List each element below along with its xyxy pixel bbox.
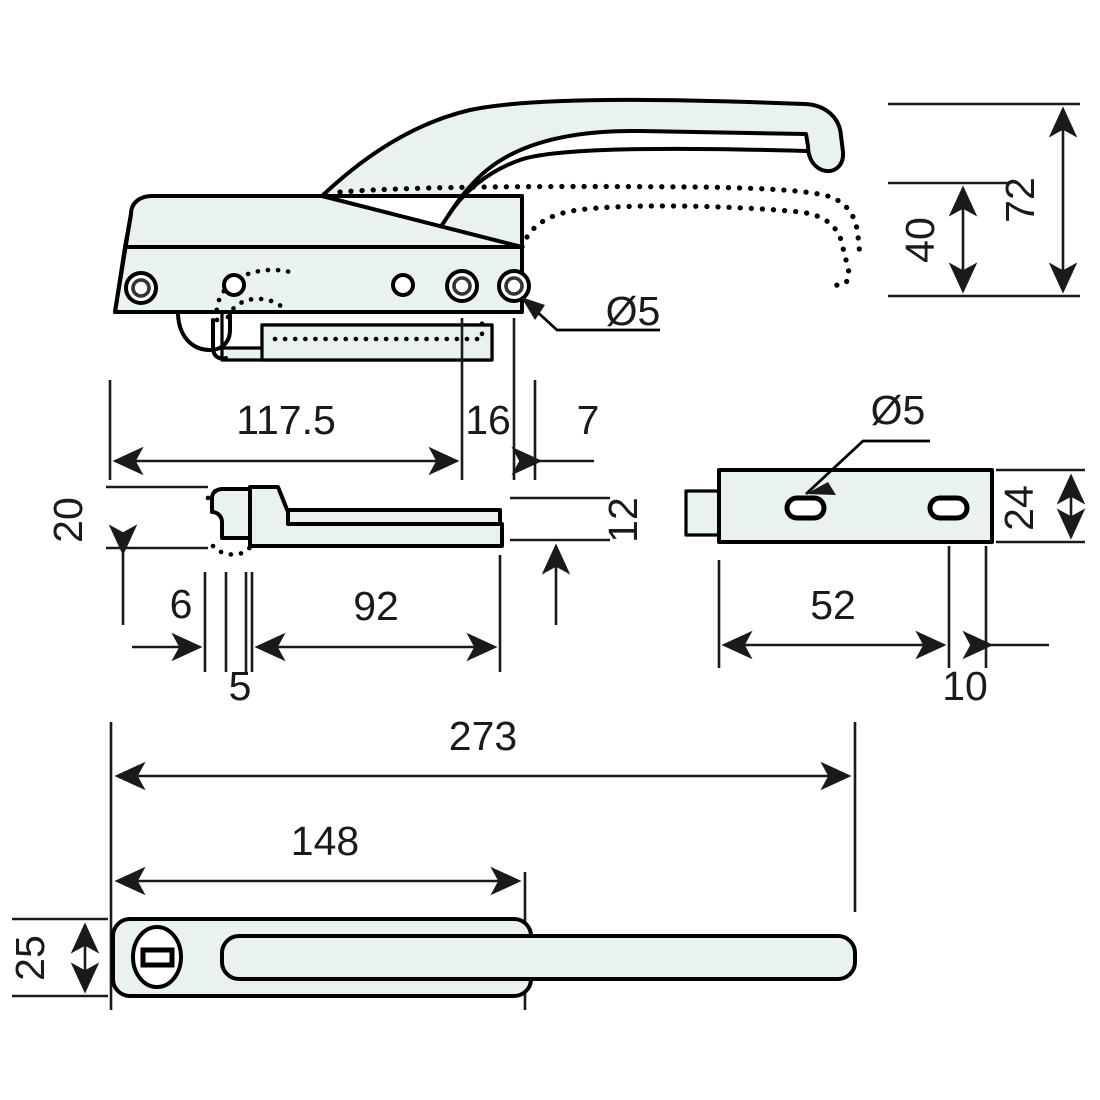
dimension-52-label: 52 bbox=[810, 582, 856, 628]
base-plate-left-bevel bbox=[113, 212, 133, 314]
dimension-148-label: 148 bbox=[291, 818, 359, 864]
bottom-plan-view bbox=[111, 917, 857, 998]
bottom-dimensions: 273 148 bbox=[109, 713, 857, 1010]
rivet-hole-2-inner bbox=[452, 276, 472, 296]
lever-inner-edge bbox=[446, 146, 808, 218]
section-profile-view bbox=[205, 485, 504, 557]
middle-dimensions: 20 6 5 92 12 bbox=[45, 485, 646, 709]
handle-body-wedge bbox=[123, 194, 524, 249]
vertical-dimensions-right: 40 72 bbox=[888, 102, 1080, 298]
rivet-hole-1-inner bbox=[131, 278, 151, 298]
profile-body bbox=[210, 487, 252, 540]
diameter-callout-plate: Ø5 bbox=[805, 387, 930, 496]
dimension-72-label: 72 bbox=[997, 177, 1043, 223]
plate-dimensions: 24 52 10 bbox=[717, 468, 1086, 709]
diameter-plate-label: Ø5 bbox=[871, 387, 926, 433]
profile-arm-top bbox=[286, 508, 502, 526]
top-plate-view: Ø5 bbox=[684, 387, 994, 544]
hidden-lever-open-upper bbox=[337, 183, 863, 259]
dimension-20-label: 20 bbox=[45, 497, 91, 543]
diameter-callout-top: Ø5 bbox=[520, 288, 661, 334]
side-elevation-view: Ø5 bbox=[113, 97, 863, 362]
diameter-top-label: Ø5 bbox=[606, 288, 661, 334]
hidden-pivot-arc-outer bbox=[214, 267, 293, 323]
dimension-10-label: 10 bbox=[942, 663, 988, 709]
plate-slot-2 bbox=[927, 495, 970, 521]
hidden-profile-pivot-upper bbox=[205, 487, 222, 501]
dimension-5-label: 5 bbox=[229, 663, 252, 709]
base-plate-holes bbox=[124, 269, 531, 305]
hidden-profile-pivot-lower bbox=[210, 539, 255, 557]
pivot-tab bbox=[176, 310, 232, 352]
plate-left-nub bbox=[684, 489, 721, 537]
plain-hole-2 bbox=[391, 273, 415, 297]
plan-lever-arm bbox=[220, 934, 857, 981]
plate-slot-1 bbox=[784, 495, 827, 521]
lower-bracket-plate bbox=[260, 323, 494, 362]
dimension-273-label: 273 bbox=[449, 713, 517, 759]
lock-keyway bbox=[140, 947, 175, 968]
dimension-24-label: 24 bbox=[996, 485, 1042, 531]
hidden-lever-open-lower bbox=[519, 203, 852, 288]
dimension-92-label: 92 bbox=[353, 583, 399, 629]
rivet-hole-3-inner bbox=[504, 276, 524, 296]
horizontal-dimensions-upper: 117.5 16 7 bbox=[108, 318, 600, 480]
dimension-117-5-label: 117.5 bbox=[236, 397, 336, 443]
pivot-tab-stem bbox=[211, 318, 228, 361]
hidden-pivot-arc-inner bbox=[225, 296, 287, 320]
dimension-6-label: 6 bbox=[170, 581, 193, 627]
dimension-25-label: 25 bbox=[7, 935, 53, 981]
dimension-40-label: 40 bbox=[897, 217, 943, 263]
dimension-12-label: 12 bbox=[600, 497, 646, 543]
dimension-16-label: 16 bbox=[465, 397, 511, 443]
hidden-bracket-line bbox=[272, 317, 485, 342]
plain-hole-1 bbox=[222, 273, 246, 297]
dimension-25-group: 25 bbox=[7, 917, 108, 998]
dimension-7-label: 7 bbox=[577, 397, 600, 443]
